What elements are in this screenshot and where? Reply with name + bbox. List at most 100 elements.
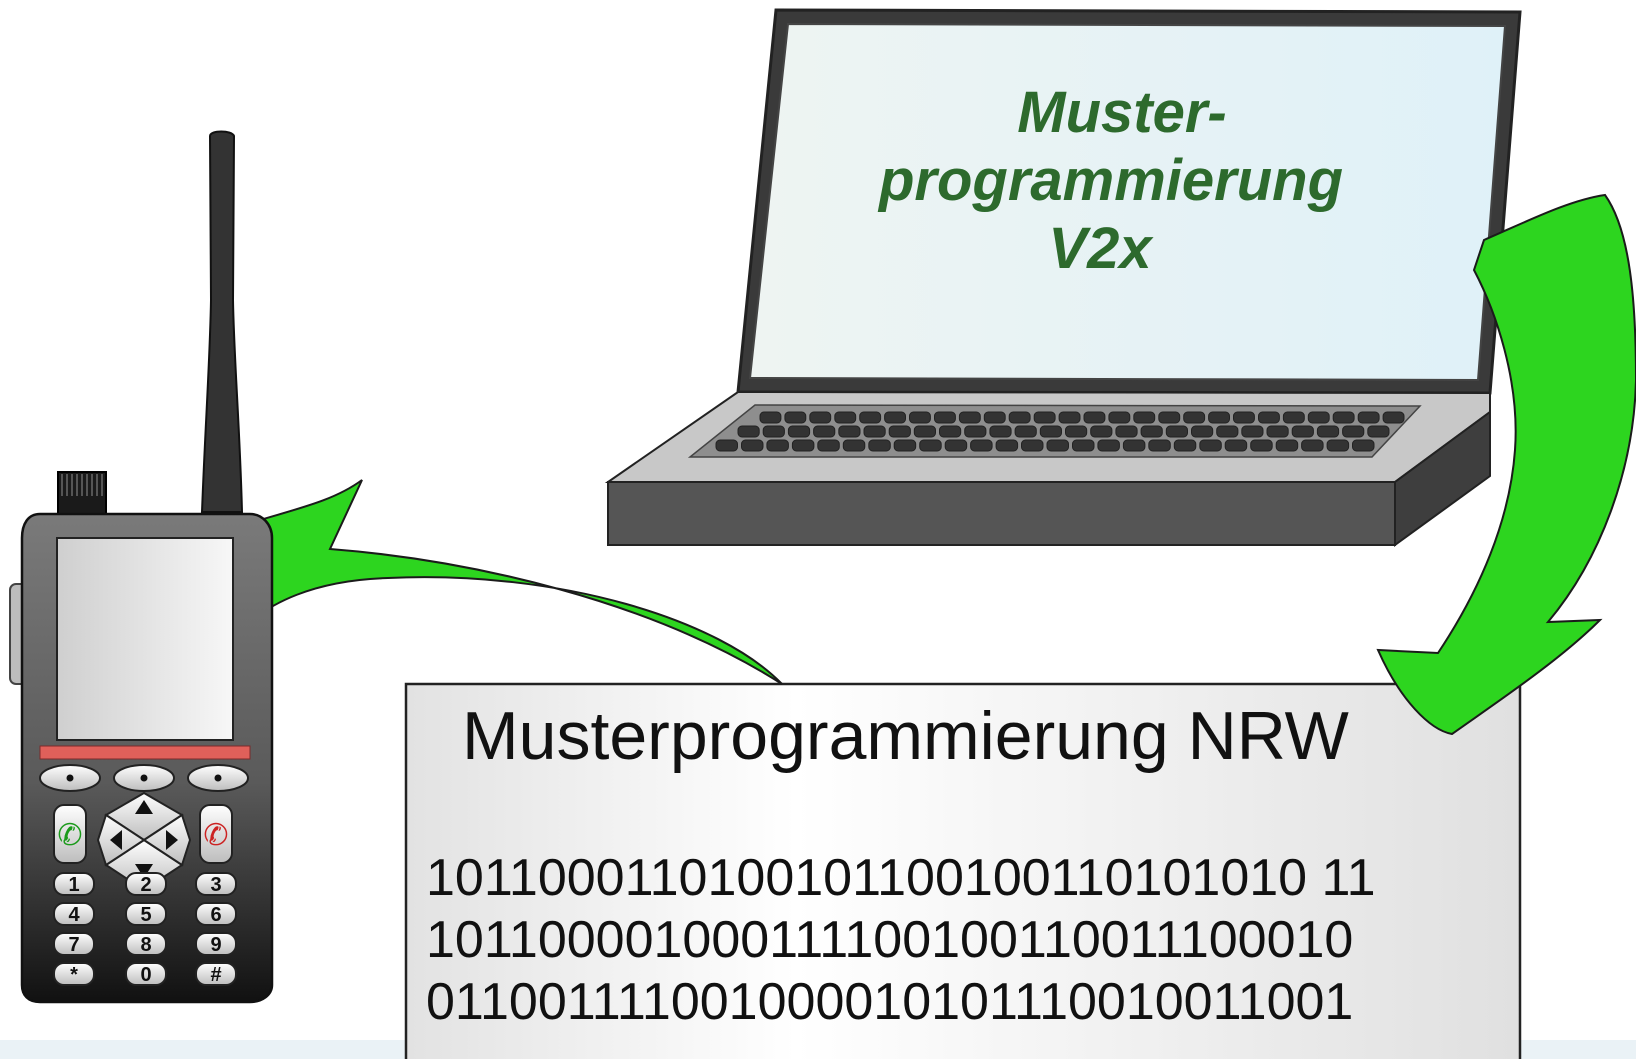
laptop-key	[1208, 411, 1230, 424]
laptop-keys	[715, 411, 1405, 452]
radio-stripe	[39, 745, 251, 760]
laptop-key	[813, 425, 836, 438]
laptop-key	[1046, 439, 1069, 452]
laptop-key	[766, 439, 789, 452]
laptop-key	[762, 425, 785, 438]
laptop-key	[1291, 425, 1314, 438]
keypad-key[interactable]: 7	[53, 932, 95, 956]
laptop-key	[1158, 411, 1181, 424]
laptop-key	[1316, 425, 1340, 438]
dpad-left-icon	[110, 830, 122, 850]
laptop-key	[958, 411, 981, 424]
call-button[interactable]	[53, 804, 87, 864]
laptop-key	[817, 439, 840, 452]
laptop-key	[859, 411, 882, 424]
laptop-key	[1072, 439, 1095, 452]
laptop-key	[737, 425, 760, 438]
laptop-key	[1199, 439, 1222, 452]
keypad-key[interactable]: 8	[125, 932, 167, 956]
laptop-key	[1382, 411, 1405, 424]
laptop-key	[1165, 425, 1189, 438]
keypad-key[interactable]: 9	[195, 932, 237, 956]
laptop-key	[863, 425, 886, 438]
laptop-screen-line-1: Muster-	[1017, 80, 1226, 145]
laptop-key	[1332, 411, 1355, 424]
end-call-button[interactable]	[199, 804, 233, 864]
keypad-key[interactable]: *	[53, 962, 95, 986]
laptop-key	[934, 411, 956, 424]
laptop-key	[1241, 425, 1264, 438]
phone-green-icon: ✆	[57, 819, 82, 852]
laptop-key	[842, 439, 866, 452]
laptop-key	[1122, 439, 1146, 452]
keypad-key-label: 9	[210, 934, 221, 956]
arrow-to-document	[1376, 193, 1636, 736]
laptop-key	[989, 425, 1012, 438]
laptop-key	[964, 425, 987, 438]
document-binary-line-1: 1011000110100101100100110101010 11	[426, 849, 1376, 907]
laptop-key	[1191, 425, 1214, 438]
soft-key[interactable]	[187, 764, 249, 792]
document-binary-line-2: 101100001000111100100110011100010	[426, 911, 1353, 969]
keypad-key[interactable]: 1	[53, 872, 95, 896]
dpad-down-icon	[135, 864, 153, 878]
laptop-key	[1039, 425, 1063, 438]
keypad-key[interactable]: 4	[53, 902, 95, 926]
keypad-key[interactable]: #	[195, 962, 237, 986]
keypad-key[interactable]: 3	[195, 872, 237, 896]
document-sheet	[404, 682, 1522, 1059]
keypad-key-label: 4	[68, 904, 80, 926]
laptop-key	[1357, 411, 1380, 424]
laptop-key	[1326, 439, 1350, 452]
soft-key[interactable]	[39, 764, 101, 792]
keypad-key-label: 2	[140, 874, 151, 896]
laptop-key	[1183, 411, 1206, 424]
laptop-key	[1083, 411, 1106, 424]
laptop-key	[1065, 425, 1088, 438]
laptop-key	[1173, 439, 1197, 452]
laptop-key	[1266, 425, 1289, 438]
laptop-key	[1282, 411, 1305, 424]
laptop: Muster- programmierung V2x	[604, 8, 1522, 547]
soft-key[interactable]	[113, 764, 175, 792]
keypad-key-label: 1	[68, 874, 79, 896]
laptop-key	[1090, 425, 1113, 438]
keypad-key-label: *	[70, 964, 78, 986]
laptop-key	[1115, 425, 1138, 438]
radio-keypad: 1 2 3 4 5 6 7 8 9 * 0 #	[53, 872, 237, 986]
keypad-key-label: 7	[68, 934, 79, 956]
laptop-key	[1058, 411, 1081, 424]
laptop-key	[741, 439, 764, 452]
keypad-key-label: #	[210, 964, 221, 986]
laptop-key	[791, 439, 815, 452]
keypad-key[interactable]: 5	[125, 902, 167, 926]
dpad-right-icon	[166, 830, 178, 850]
laptop-key	[1014, 425, 1037, 438]
document	[404, 682, 1522, 1059]
laptop-key	[919, 439, 942, 452]
laptop-key	[1216, 425, 1239, 438]
laptop-key	[834, 411, 857, 424]
dpad-up-icon	[135, 800, 153, 814]
laptop-key	[1021, 439, 1044, 452]
laptop-screen	[748, 22, 1507, 382]
laptop-key	[868, 439, 891, 452]
laptop-screen-line-2: programmierung	[877, 148, 1343, 213]
radio-screen	[56, 537, 234, 741]
laptop-key	[1275, 439, 1299, 452]
laptop-key	[1224, 439, 1248, 452]
laptop-key	[787, 425, 811, 438]
keypad-key[interactable]: 0	[125, 962, 167, 986]
keypad-key[interactable]: 2	[125, 872, 167, 896]
document-binary-line-3: 011001111001000010101110010011001	[426, 973, 1353, 1031]
laptop-key	[893, 439, 917, 452]
keypad-key[interactable]: 6	[195, 902, 237, 926]
laptop-base-side	[1394, 410, 1491, 547]
laptop-key	[939, 425, 962, 438]
laptop-key	[1233, 411, 1255, 424]
keypad-key-label: 3	[210, 874, 221, 896]
document-title: Musterprogrammierung NRW	[462, 698, 1349, 774]
laptop-key	[995, 439, 1019, 452]
